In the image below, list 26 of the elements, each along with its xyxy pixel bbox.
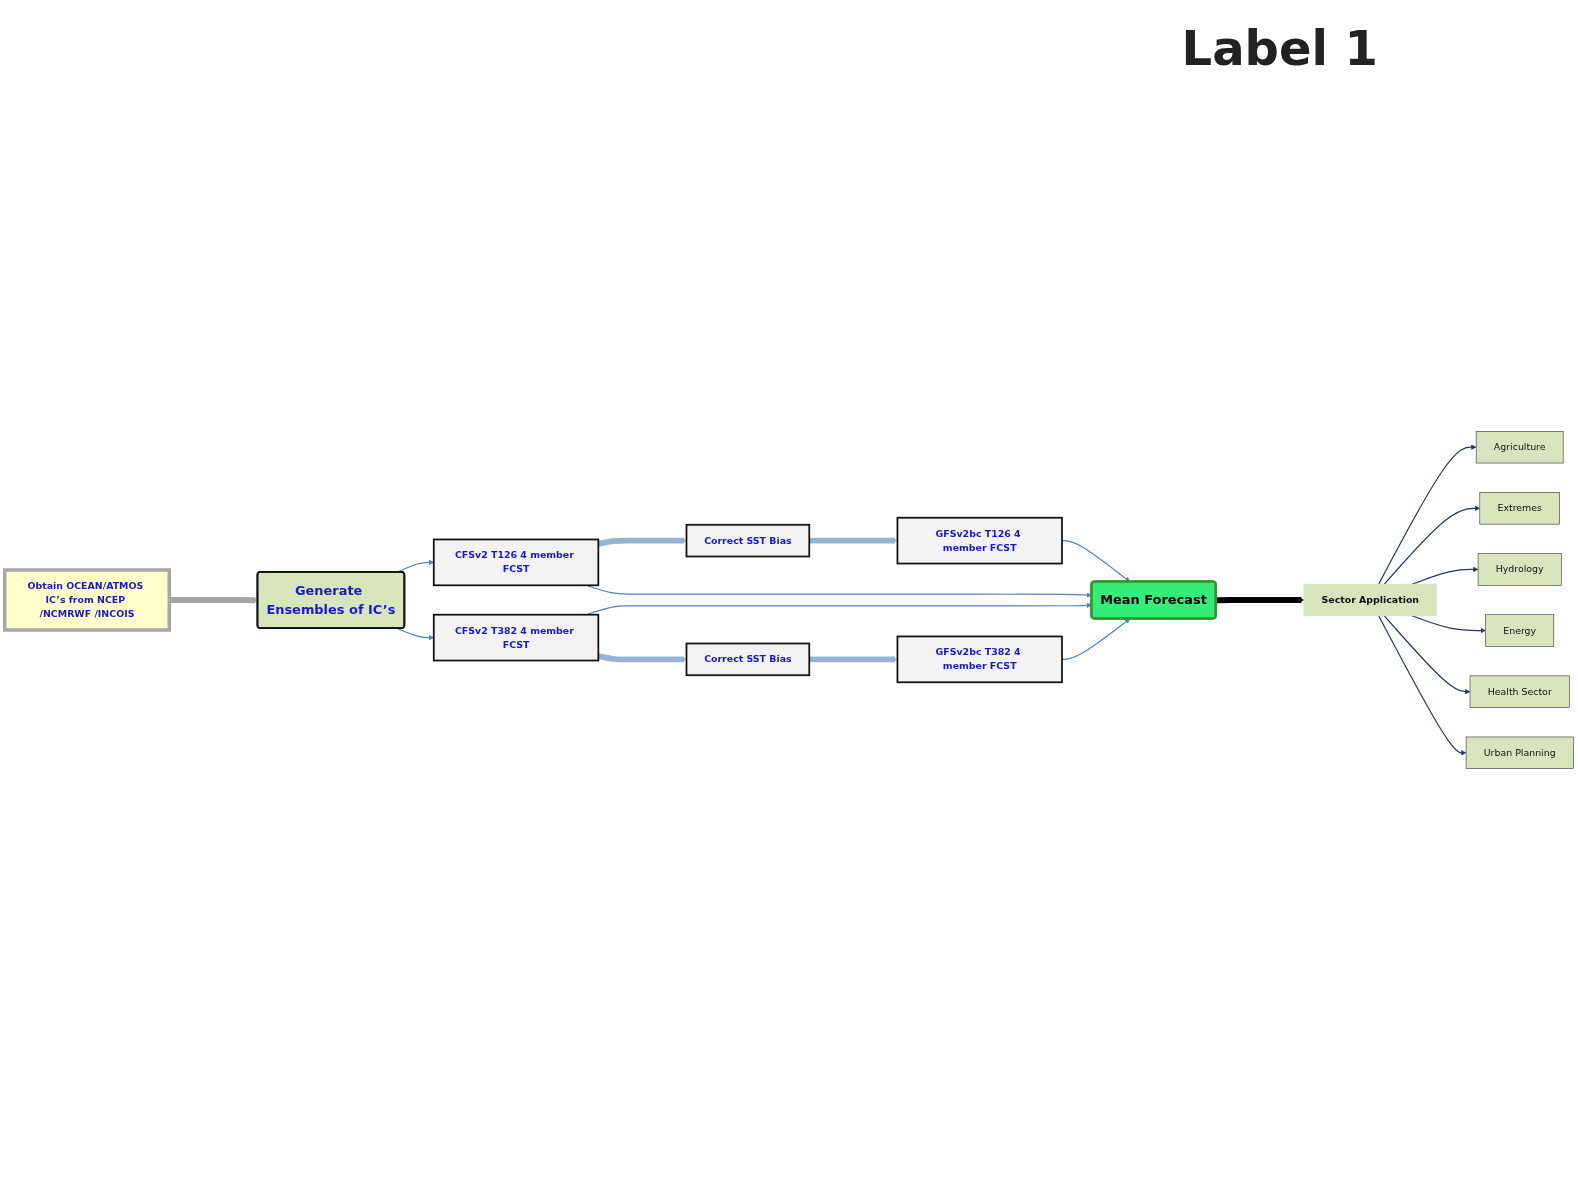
arrow	[597, 537, 687, 547]
node-box: Obtain OCEAN/ATMOS IC’s from NCEP /NCMRWF /INCOIS	[2, 568, 172, 632]
arrow	[1383, 505, 1481, 585]
arrow	[1383, 615, 1471, 695]
arrow	[1378, 444, 1477, 585]
node-box: GFSv2bc T126 4 member FCST	[896, 516, 1063, 565]
node-box: Sector Application	[1303, 583, 1437, 617]
node-box: Health Sector	[1469, 675, 1570, 708]
diagram-label: Label 1	[1181, 20, 1378, 76]
node-box: CFSv2 T126 4 member FCST	[432, 538, 600, 587]
node-box: CFSv2 T382 4 member FCST	[432, 613, 600, 662]
arrow	[168, 597, 258, 604]
arrow	[396, 627, 434, 641]
arrow	[808, 537, 898, 544]
node-box: Extremes	[1479, 492, 1560, 525]
arrow	[1215, 597, 1305, 604]
node-box: Hydrology	[1477, 553, 1562, 586]
arrow	[808, 656, 898, 663]
node-box: Agriculture	[1475, 431, 1564, 464]
node-box: Energy	[1485, 614, 1555, 647]
node-box: Correct SST Bias	[685, 523, 811, 558]
node-box: Correct SST Bias	[685, 642, 811, 677]
arrow	[1378, 615, 1467, 756]
arrow	[597, 653, 687, 663]
node-box: Urban Planning	[1465, 736, 1574, 769]
node-box: GFSv2bc T382 4 member FCST	[896, 635, 1063, 684]
